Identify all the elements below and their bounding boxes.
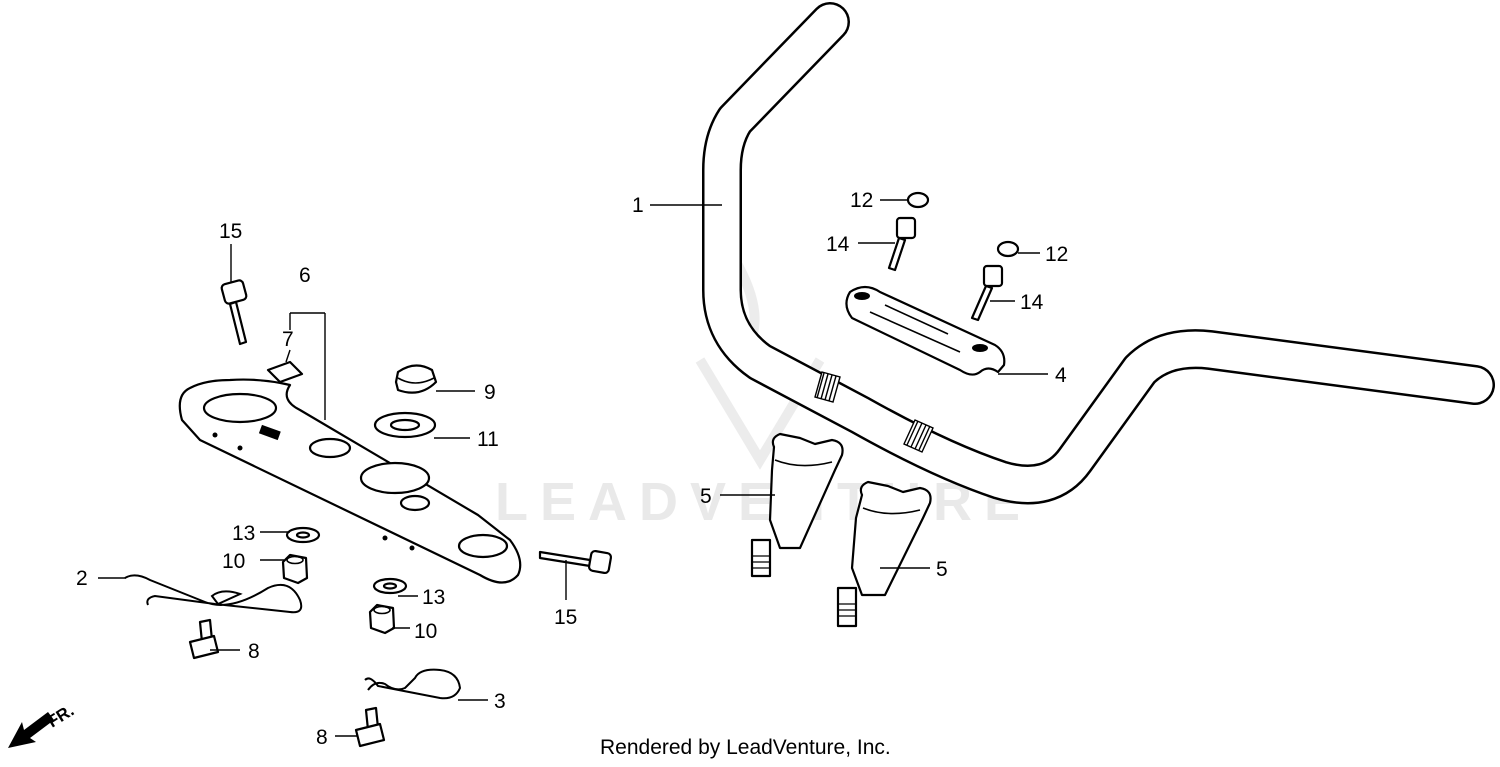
- top-bridge: [178, 378, 522, 584]
- bolt-15-upper: [220, 279, 248, 346]
- callout-14-upper: 14: [826, 233, 850, 256]
- callout-13-upper: 13: [232, 522, 255, 545]
- callout-12-lower: 12: [1045, 243, 1068, 266]
- callout-5-right: 5: [936, 558, 948, 581]
- bolt-14-lower: [970, 264, 1004, 322]
- washer: [373, 411, 437, 439]
- callout-8-lower: 8: [316, 726, 328, 749]
- handlebar-lower-holder-right: [836, 480, 932, 628]
- front-direction-marker: FR.: [8, 701, 77, 748]
- wire-clip-3: [364, 668, 462, 700]
- handlebar-lower-holder-left: [750, 432, 844, 578]
- callout-9: 9: [484, 381, 496, 404]
- cap-12-lower: [996, 240, 1020, 258]
- callout-10-upper: 10: [222, 550, 245, 573]
- emblem-plate: [266, 360, 304, 384]
- bolt-15-lower: [538, 549, 613, 575]
- watermark: LEADVENTURE: [495, 250, 1032, 532]
- callout-5-left: 5: [700, 485, 712, 508]
- callout-12-upper: 12: [850, 189, 873, 212]
- wire-clip-2: [124, 574, 303, 614]
- callout-14-lower: 14: [1020, 291, 1044, 314]
- handlebar-knurl: [814, 371, 934, 453]
- washer-13-upper: [285, 526, 321, 544]
- leader-lines: [98, 199, 1048, 737]
- bolt-8-upper: [188, 618, 220, 660]
- stem-nut: [394, 364, 438, 394]
- handlebar-upper-holder: [845, 285, 1006, 376]
- bolt-8-lower: [354, 706, 386, 748]
- cap-12-upper: [906, 191, 930, 209]
- front-arrow-icon: [8, 712, 54, 748]
- callout-15-upper: 15: [219, 220, 242, 243]
- callout-15-lower: 15: [554, 606, 577, 629]
- footer-credit: Rendered by LeadVenture, Inc.: [600, 736, 891, 759]
- callout-1: 1: [632, 194, 644, 217]
- callout-4: 4: [1055, 364, 1067, 387]
- front-label: FR.: [44, 701, 77, 732]
- callout-2: 2: [76, 567, 88, 590]
- watermark-text: LEADVENTURE: [495, 472, 1032, 532]
- callouts: 1 2 3 4 5 5 6 7 8 8 9 10 10 11 12 12 13 …: [76, 189, 1068, 749]
- callout-8-upper: 8: [248, 640, 260, 663]
- callout-10-lower: 10: [414, 620, 437, 643]
- callout-13-lower: 13: [422, 586, 445, 609]
- bolt-14-upper: [887, 216, 917, 272]
- callout-3: 3: [494, 690, 506, 713]
- washer-13-lower: [372, 577, 408, 595]
- callout-7: 7: [282, 328, 294, 351]
- handlebar: [702, 2, 1495, 505]
- nut-10-lower: [368, 603, 396, 635]
- nut-10-upper: [281, 553, 309, 585]
- callout-6: 6: [299, 264, 311, 287]
- callout-11: 11: [477, 428, 499, 451]
